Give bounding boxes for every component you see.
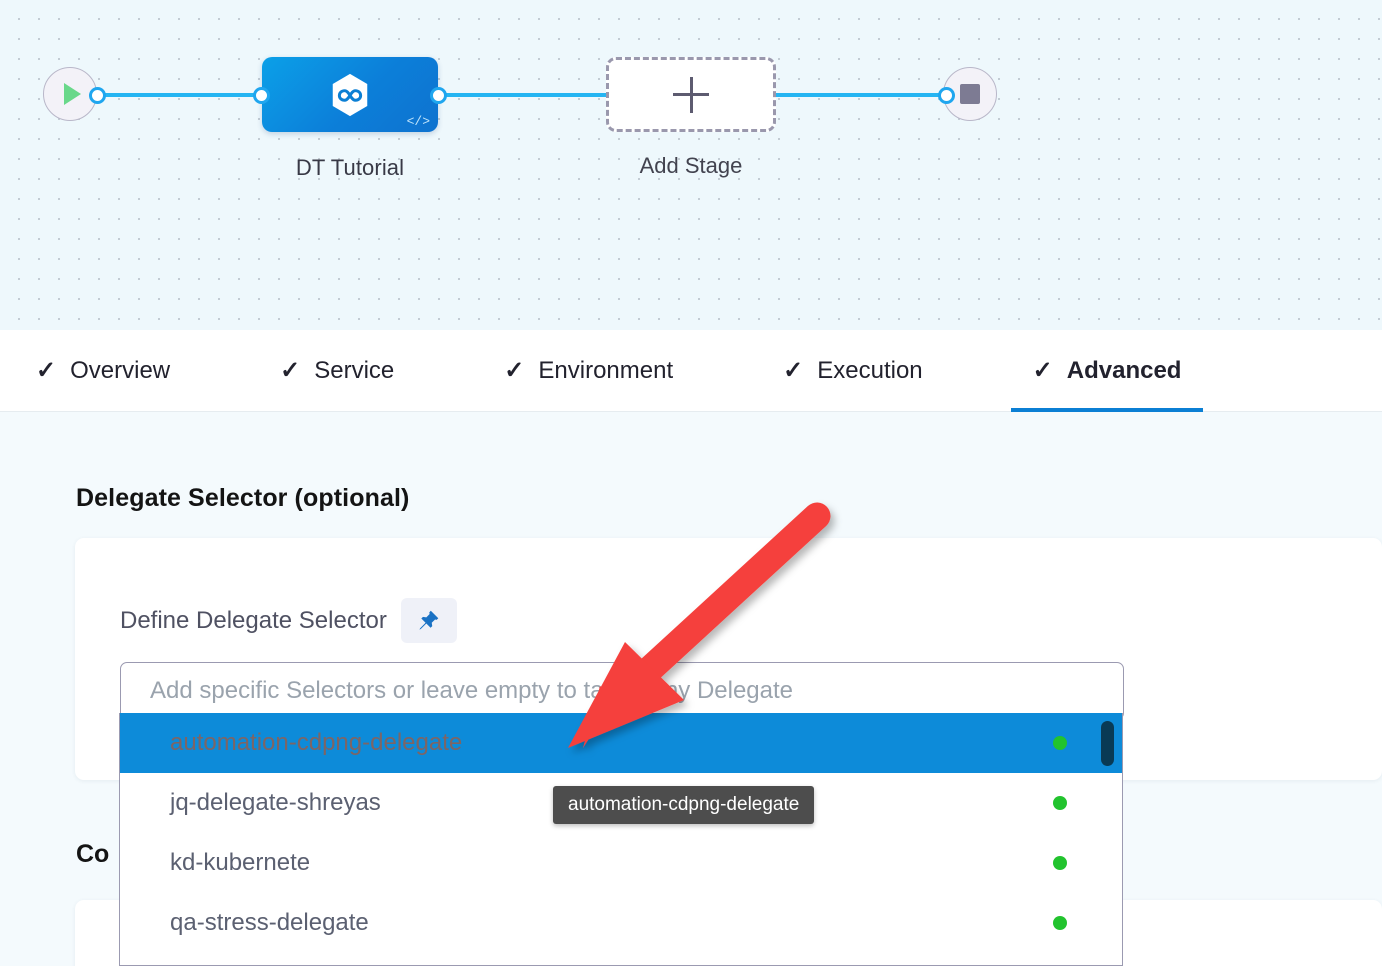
define-delegate-selector-label: Define Delegate Selector	[120, 606, 387, 634]
play-icon	[64, 83, 81, 105]
connector-line-stage-to-add	[436, 93, 612, 97]
dropdown-option-label: jq-delegate-shreyas	[170, 789, 381, 816]
pin-icon	[419, 610, 439, 630]
status-dot-connected	[1053, 916, 1067, 930]
add-stage-button[interactable]	[606, 57, 776, 132]
tab-label: Service	[314, 356, 395, 384]
harness-cd-hexagon-icon	[332, 73, 368, 116]
plus-icon-bar	[673, 93, 709, 96]
check-icon: ✓	[280, 356, 301, 384]
add-stage-label: Add Stage	[639, 153, 743, 178]
stage-input-port[interactable]	[253, 87, 270, 104]
delegate-selector-heading: Delegate Selector (optional)	[76, 484, 410, 512]
delegate-selector-placeholder: Add specific Selectors or leave empty to…	[150, 677, 794, 704]
define-delegate-selector-row: Define Delegate Selector	[120, 598, 457, 643]
check-icon: ✓	[1032, 356, 1053, 384]
tab-overview[interactable]: ✓ Overview	[36, 330, 170, 411]
tab-environment[interactable]: ✓ Environment	[504, 330, 673, 411]
dropdown-option-label: automation-cdpng-delegate	[170, 729, 463, 756]
dropdown-option-automation-cdpng-delegate[interactable]: automation-cdpng-delegate	[120, 713, 1122, 773]
stage-node-label: DT Tutorial	[295, 155, 405, 180]
code-brackets-icon: </>	[406, 114, 430, 129]
tab-label: Advanced	[1066, 356, 1182, 384]
check-icon: ✓	[504, 356, 525, 384]
dropdown-option-label: kd-kubernete	[170, 849, 311, 876]
delegate-name-tooltip: automation-cdpng-delegate	[553, 786, 815, 824]
tab-service[interactable]: ✓ Service	[280, 330, 394, 411]
stage-output-port[interactable]	[430, 87, 447, 104]
tab-advanced[interactable]: ✓ Advanced	[1010, 330, 1204, 413]
start-node-port[interactable]	[89, 87, 106, 104]
dropdown-scrollbar-thumb[interactable]	[1101, 721, 1114, 766]
tab-execution[interactable]: ✓ Execution	[783, 330, 923, 411]
stage-settings-tabs: ✓ Overview ✓ Service ✓ Environment ✓ Exe…	[0, 330, 1382, 413]
tab-label: Overview	[70, 356, 171, 384]
tabs-row: ✓ Overview ✓ Service ✓ Environment ✓ Exe…	[0, 330, 1382, 413]
pipeline-start-node[interactable]	[43, 67, 97, 121]
check-icon: ✓	[783, 356, 804, 384]
dropdown-option-qa-stress-delegate[interactable]: qa-stress-delegate	[120, 893, 1122, 953]
dropdown-option-label: qa-stress-delegate	[170, 909, 369, 936]
stop-icon	[960, 84, 980, 104]
next-section-heading: Co	[76, 840, 110, 868]
delegate-selector-dropdown[interactable]: automation-cdpng-delegate jq-delegate-sh…	[119, 713, 1123, 966]
end-node-port[interactable]	[938, 87, 955, 104]
check-icon: ✓	[36, 356, 57, 384]
dropdown-option-kd-kubernete[interactable]: kd-kubernete	[120, 833, 1122, 893]
pin-icon-button[interactable]	[400, 598, 457, 643]
tab-label: Execution	[817, 356, 923, 384]
stage-node-dt-tutorial[interactable]: </>	[262, 57, 438, 132]
status-dot-connected	[1053, 736, 1067, 750]
dropdown-option-jq-delegate-shreyas[interactable]: jq-delegate-shreyas	[120, 773, 1122, 833]
pipeline-graph: </> DT Tutorial Add Stage	[0, 0, 1382, 330]
status-dot-connected	[1053, 856, 1067, 870]
tab-label: Environment	[538, 356, 674, 384]
connector-line-add-to-end	[768, 93, 948, 97]
delegate-selector-input[interactable]: Add specific Selectors or leave empty to…	[120, 662, 1124, 720]
status-dot-connected	[1053, 796, 1067, 810]
pipeline-canvas[interactable]: </> DT Tutorial Add Stage	[0, 0, 1382, 330]
connector-line-start-to-stage	[96, 93, 268, 97]
